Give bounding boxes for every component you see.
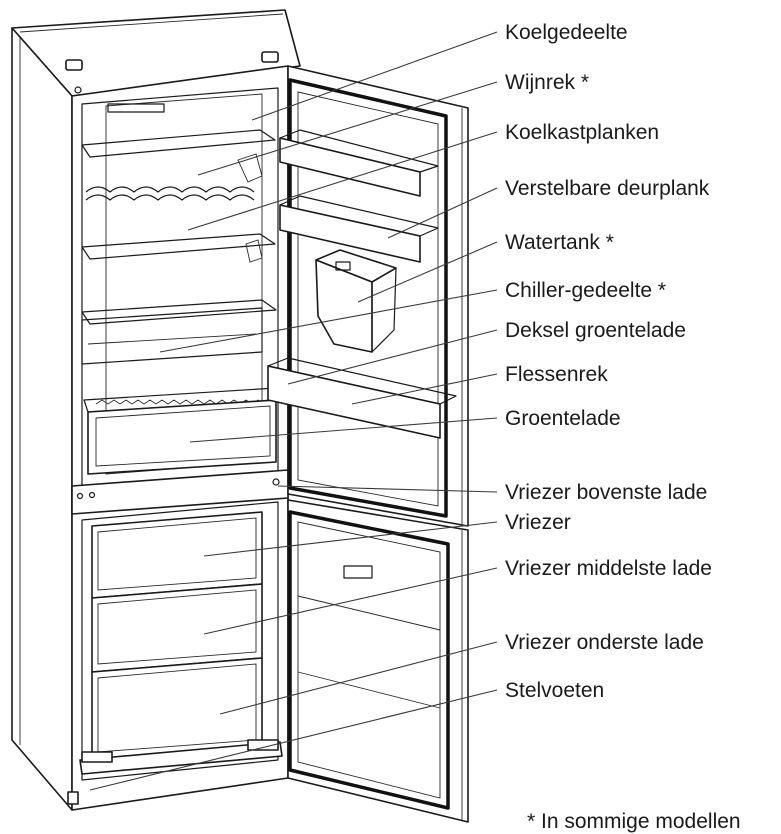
door-shelves	[279, 129, 439, 263]
label-wijnrek: Wijnrek *	[505, 71, 589, 94]
label-stelvoeten: Stelvoeten	[505, 679, 604, 702]
label-verstelbare-deurplank: Verstelbare deurplank	[505, 177, 710, 200]
leader-lines	[89, 31, 498, 791]
callout-labels: Koelgedeelte Wijnrek * Koelkastplanken V…	[505, 21, 741, 833]
fridge-door	[267, 65, 469, 527]
label-vriezer-bovenste-lade: Vriezer bovenste lade	[505, 481, 707, 504]
wine-rack	[85, 153, 263, 263]
label-koelkastplanken: Koelkastplanken	[505, 121, 659, 144]
crisper-drawer	[83, 387, 279, 475]
chiller-compartment	[81, 307, 263, 365]
footnote: * In sommige modellen	[527, 810, 741, 833]
label-vriezer-middelste-lade: Vriezer middelste lade	[505, 557, 712, 580]
label-groentelade: Groentelade	[505, 407, 621, 430]
label-watertank: Watertank *	[505, 231, 614, 254]
freezer-drawers	[91, 511, 263, 761]
label-deksel-groentelade: Deksel groentelade	[505, 319, 686, 342]
water-tank	[315, 249, 397, 353]
fridge-cabinet	[11, 9, 301, 811]
bottle-rack	[267, 357, 457, 439]
label-chiller-gedeelte: Chiller-gedeelte *	[505, 279, 666, 302]
label-vriezer-onderste-lade: Vriezer onderste lade	[505, 631, 704, 654]
label-vriezer: Vriezer	[505, 511, 571, 534]
freezer-door	[287, 499, 469, 823]
label-flessenrek: Flessenrek	[505, 363, 608, 386]
label-koelgedeelte: Koelgedeelte	[505, 21, 628, 44]
